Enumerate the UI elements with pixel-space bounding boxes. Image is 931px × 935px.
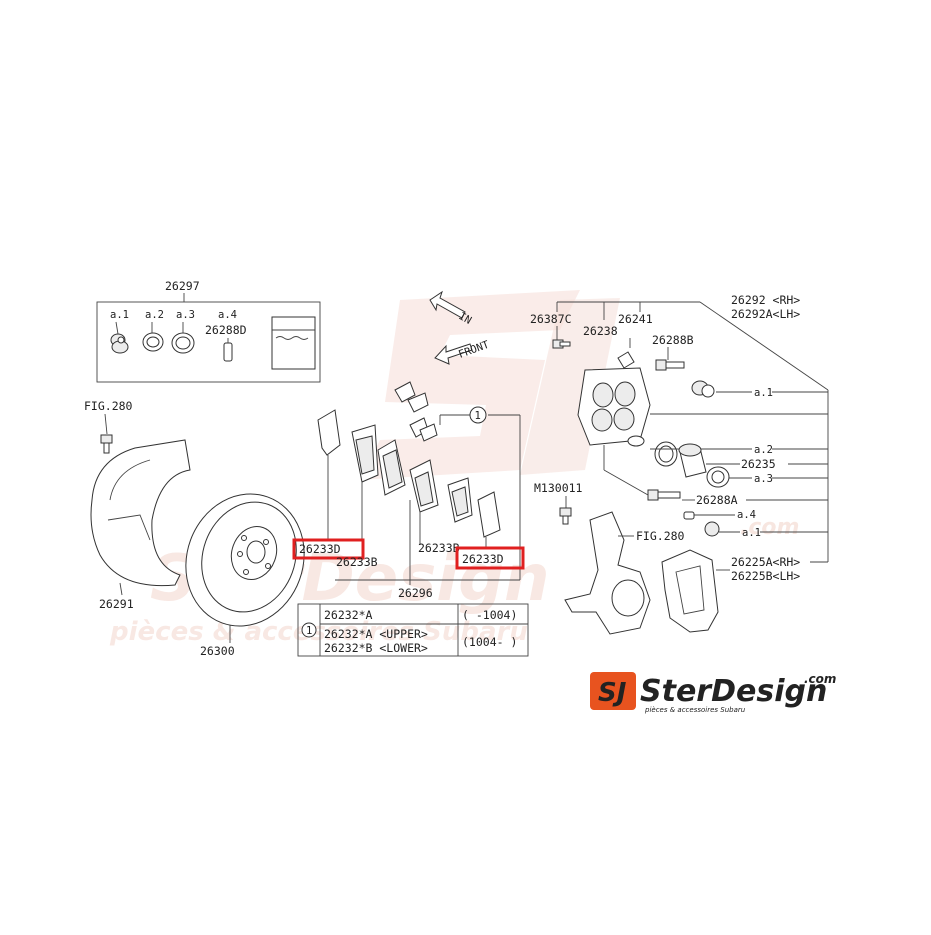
table-row2-part-a: 26232*A <UPPER> xyxy=(324,627,428,641)
table-row2-part-b: 26232*B <LOWER> xyxy=(324,641,428,655)
piston-boot-part xyxy=(171,322,195,354)
label-r-a1b: a.1 xyxy=(742,527,761,539)
logo-domain: .com xyxy=(804,672,836,686)
label-26387C: 26387C xyxy=(530,312,572,326)
callout-1-label: 1 xyxy=(475,410,481,422)
logo-tagline: pièces & accessoires Subaru xyxy=(644,706,746,714)
guide-bolt-lower xyxy=(647,489,681,501)
parts-table: 1 26232*A ( -1004) 26232*A <UPPER> 26232… xyxy=(297,603,529,657)
knuckle-bolt xyxy=(559,507,572,525)
label-fig280-left: FIG.280 xyxy=(84,399,133,413)
piston-26235 xyxy=(678,443,707,478)
label-kit-a4: a.4 xyxy=(218,309,237,321)
label-r-a4: a.4 xyxy=(737,509,756,521)
guide-bolt-upper xyxy=(655,347,685,371)
table-row1-range: ( -1004) xyxy=(462,608,517,622)
label-kit-26288D: 26288D xyxy=(205,323,247,337)
label-kit-a1: a.1 xyxy=(110,309,129,321)
label-rotor: 26300 xyxy=(200,644,235,658)
label-shim-left: 26233D xyxy=(299,542,341,556)
highlight-shim-left xyxy=(292,538,365,560)
logo-monogram-box xyxy=(590,672,636,710)
in-arrow-label: IN xyxy=(457,310,474,327)
label-caliper-rh: 26292 <RH> xyxy=(731,293,800,307)
dust-shield: FIG.280 26291 xyxy=(84,399,191,611)
logo-name: SterDesign xyxy=(640,674,827,709)
brake-rotor: 26300 xyxy=(185,493,305,658)
pin-part xyxy=(223,338,233,362)
caliper-body xyxy=(577,367,651,446)
label-caliper-lh: 26292A<LH> xyxy=(731,307,800,321)
label-r-a2: a.2 xyxy=(754,444,773,456)
pin-a4 xyxy=(683,511,695,520)
label-r-a1: a.1 xyxy=(754,387,773,399)
boot-a3 xyxy=(706,466,730,488)
label-fig280-right: FIG.280 xyxy=(636,529,685,543)
highlight-shim-right xyxy=(455,546,525,570)
label-bracket-lh: 26225B<LH> xyxy=(731,569,800,583)
label-kit-a2: a.2 xyxy=(145,309,164,321)
shim-right-part xyxy=(477,491,501,538)
label-bracket-rh: 26225A<RH> xyxy=(731,555,800,569)
label-shim-right: 26233D xyxy=(462,552,504,566)
label-m130011: M130011 xyxy=(534,481,583,495)
seal-a2 xyxy=(654,441,678,467)
shield-bolt xyxy=(100,434,113,454)
brake-pads-group: 1 26233D 26233B 26233B 26233D 26296 xyxy=(292,381,525,600)
grease-packet xyxy=(271,316,316,370)
seal-part xyxy=(142,322,164,352)
caliper-assembly: 26387C 26241 26238 26288B 26292 <RH> 262… xyxy=(530,293,829,635)
callout-1-circle xyxy=(469,406,487,424)
boot-part xyxy=(110,321,129,354)
label-kit-a3: a.3 xyxy=(176,309,195,321)
label-26241: 26241 xyxy=(618,312,653,326)
kit-26297: 26297 a.1 a.2 a.3 a.4 26288D xyxy=(96,279,321,383)
label-shield: 26291 xyxy=(99,597,134,611)
label-pad-kit: 26296 xyxy=(398,586,433,600)
label-26288A: 26288A xyxy=(696,493,738,507)
label-26238: 26238 xyxy=(583,324,618,338)
pad-clips xyxy=(394,381,438,442)
caliper-bracket xyxy=(661,549,719,633)
label-shim-b-right: 26233B xyxy=(418,541,460,555)
sterdesign-logo: SJ SterDesign .com pièces & accessoires … xyxy=(590,672,836,714)
label-26235: 26235 xyxy=(741,457,776,471)
table-row2-range: (1004- ) xyxy=(462,635,517,649)
label-26297: 26297 xyxy=(165,279,200,293)
shim-left-part xyxy=(317,409,341,456)
bleeder-screw xyxy=(552,326,571,349)
table-callout: 1 xyxy=(306,625,312,637)
logo-monogram: SJ xyxy=(598,678,627,708)
label-26288B: 26288B xyxy=(652,333,694,347)
bleeder-cap xyxy=(617,338,635,369)
label-shim-b-left: 26233B xyxy=(336,555,378,569)
boot-a1 xyxy=(691,380,715,398)
label-r-a3: a.3 xyxy=(754,473,773,485)
table-row1-part: 26232*A xyxy=(324,608,373,622)
watermark-domain: .com xyxy=(740,515,799,540)
boot-a1-lower xyxy=(704,521,720,537)
